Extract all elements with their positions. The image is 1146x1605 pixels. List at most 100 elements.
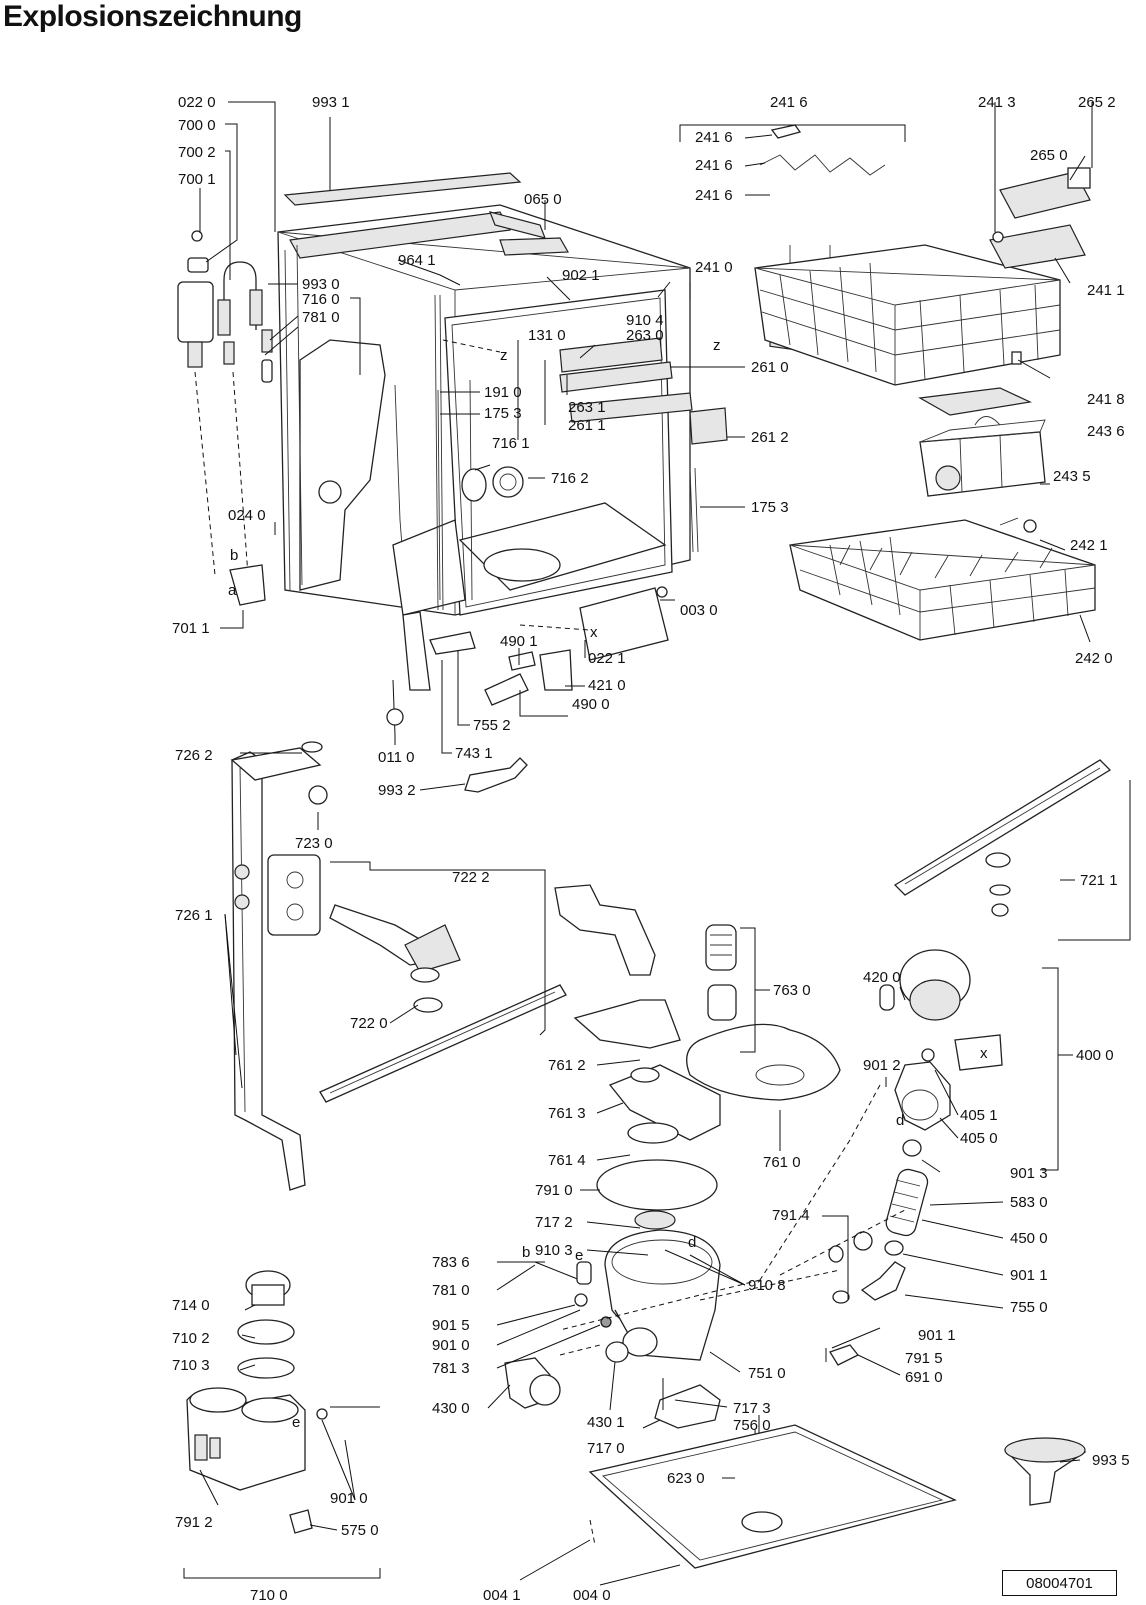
label-400-0: 400 0 [1076, 1047, 1114, 1064]
label-175-3a: 175 3 [484, 405, 522, 422]
label-700-2: 700 2 [178, 144, 216, 161]
label-191-0: 191 0 [484, 384, 522, 401]
label-022-0: 022 0 [178, 94, 216, 111]
label-700-1: 700 1 [178, 171, 216, 188]
label-490-0: 490 0 [572, 696, 610, 713]
lower-basket-drawing [789, 517, 1096, 641]
marker-z1: z [500, 347, 508, 364]
sump-and-pump-drawing [504, 884, 1087, 1569]
page-title: Explosionszeichnung [3, 0, 302, 33]
connection-markers: a b z z x x b e d d e [228, 337, 988, 1431]
label-763-0: 763 0 [773, 982, 811, 999]
label-701-1: 701 1 [172, 620, 210, 637]
label-263-0: 263 0 [626, 327, 664, 344]
label-901-0b: 901 0 [330, 1490, 368, 1507]
label-761-0: 761 0 [763, 1154, 801, 1171]
label-716-0: 716 0 [302, 291, 340, 308]
marker-x1: x [590, 624, 598, 641]
label-024-0: 024 0 [228, 507, 266, 524]
label-175-3b: 175 3 [751, 499, 789, 516]
label-490-1: 490 1 [500, 633, 538, 650]
label-011-0: 011 0 [378, 749, 414, 766]
label-261-2: 261 2 [751, 429, 789, 446]
label-623-0: 623 0 [667, 1470, 705, 1487]
label-761-3: 761 3 [548, 1105, 586, 1122]
label-901-0a: 901 0 [432, 1337, 470, 1354]
part-number-labels: 022 0 993 1 700 0 700 2 700 1 993 0 716 … [172, 94, 1130, 1604]
label-131-0: 131 0 [528, 327, 566, 344]
label-241-3: 241 3 [978, 94, 1016, 111]
label-761-4: 761 4 [548, 1152, 586, 1169]
label-721-1: 721 1 [1080, 872, 1118, 889]
label-993-1: 993 1 [312, 94, 350, 111]
label-716-2: 716 2 [551, 470, 589, 487]
label-421-0: 421 0 [588, 677, 626, 694]
label-717-3: 717 3 [733, 1400, 771, 1417]
label-901-1a: 901 1 [1010, 1267, 1048, 1284]
label-902-1: 902 1 [562, 267, 600, 284]
cabinet-drawing [277, 172, 728, 691]
label-241-0: 241 0 [695, 259, 733, 276]
label-761-2: 761 2 [548, 1057, 586, 1074]
label-781-3: 781 3 [432, 1360, 470, 1377]
label-575-0: 575 0 [341, 1522, 379, 1539]
label-691-0: 691 0 [905, 1369, 943, 1386]
leader-lines [183, 101, 1131, 1586]
label-242-0: 242 0 [1075, 650, 1113, 667]
label-405-0: 405 0 [960, 1130, 998, 1147]
label-781-0a: 781 0 [302, 309, 340, 326]
label-993-2: 993 2 [378, 782, 416, 799]
label-004-1: 004 1 [483, 1587, 521, 1604]
label-717-0: 717 0 [587, 1440, 625, 1457]
label-241-6a: 241 6 [695, 129, 733, 146]
label-751-0: 751 0 [748, 1365, 786, 1382]
marker-e1: e [575, 1247, 583, 1264]
marker-a: a [228, 582, 237, 599]
marker-x2: x [980, 1045, 988, 1062]
label-726-1: 726 1 [175, 907, 213, 924]
label-241-8: 241 8 [1087, 391, 1125, 408]
label-722-2: 722 2 [452, 869, 490, 886]
marker-b: b [230, 547, 238, 564]
label-241-6-top: 241 6 [770, 94, 808, 111]
marker-d1: d [688, 1234, 696, 1251]
label-583-0: 583 0 [1010, 1194, 1048, 1211]
label-065-0: 065 0 [524, 191, 562, 208]
label-241-6b: 241 6 [695, 157, 733, 174]
marker-d2: d [896, 1112, 904, 1129]
label-261-1: 261 1 [568, 417, 606, 434]
label-717-2: 717 2 [535, 1214, 573, 1231]
label-241-1: 241 1 [1087, 282, 1125, 299]
label-723-0: 723 0 [295, 835, 333, 852]
label-901-2: 901 2 [863, 1057, 901, 1074]
label-714-0: 714 0 [172, 1297, 210, 1314]
document-number: 08004701 [1002, 1570, 1117, 1596]
spray-system-drawing [230, 741, 1112, 1191]
label-791-0: 791 0 [535, 1182, 573, 1199]
label-901-5: 901 5 [432, 1317, 470, 1334]
label-241-6c: 241 6 [695, 187, 733, 204]
label-405-1: 405 1 [960, 1107, 998, 1124]
label-722-0: 722 0 [350, 1015, 388, 1032]
label-420-0: 420 0 [863, 969, 901, 986]
label-791-2: 791 2 [175, 1514, 213, 1531]
label-710-3: 710 3 [172, 1357, 210, 1374]
label-710-2: 710 2 [172, 1330, 210, 1347]
marker-b2: b [522, 1244, 530, 1261]
label-755-0: 755 0 [1010, 1299, 1048, 1316]
label-755-2: 755 2 [473, 717, 511, 734]
upper-basket-drawing [754, 124, 1091, 497]
label-783-6: 783 6 [432, 1254, 470, 1271]
label-022-1: 022 1 [588, 650, 626, 667]
label-901-1b: 901 1 [918, 1327, 956, 1344]
label-726-2: 726 2 [175, 747, 213, 764]
label-710-0: 710 0 [250, 1587, 288, 1604]
label-243-5: 243 5 [1053, 468, 1091, 485]
inlet-valves-drawing [177, 230, 273, 606]
label-700-0: 700 0 [178, 117, 216, 134]
label-901-3: 901 3 [1010, 1165, 1048, 1182]
marker-z2: z [713, 337, 721, 354]
label-261-0: 261 0 [751, 359, 789, 376]
label-450-0: 450 0 [1010, 1230, 1048, 1247]
